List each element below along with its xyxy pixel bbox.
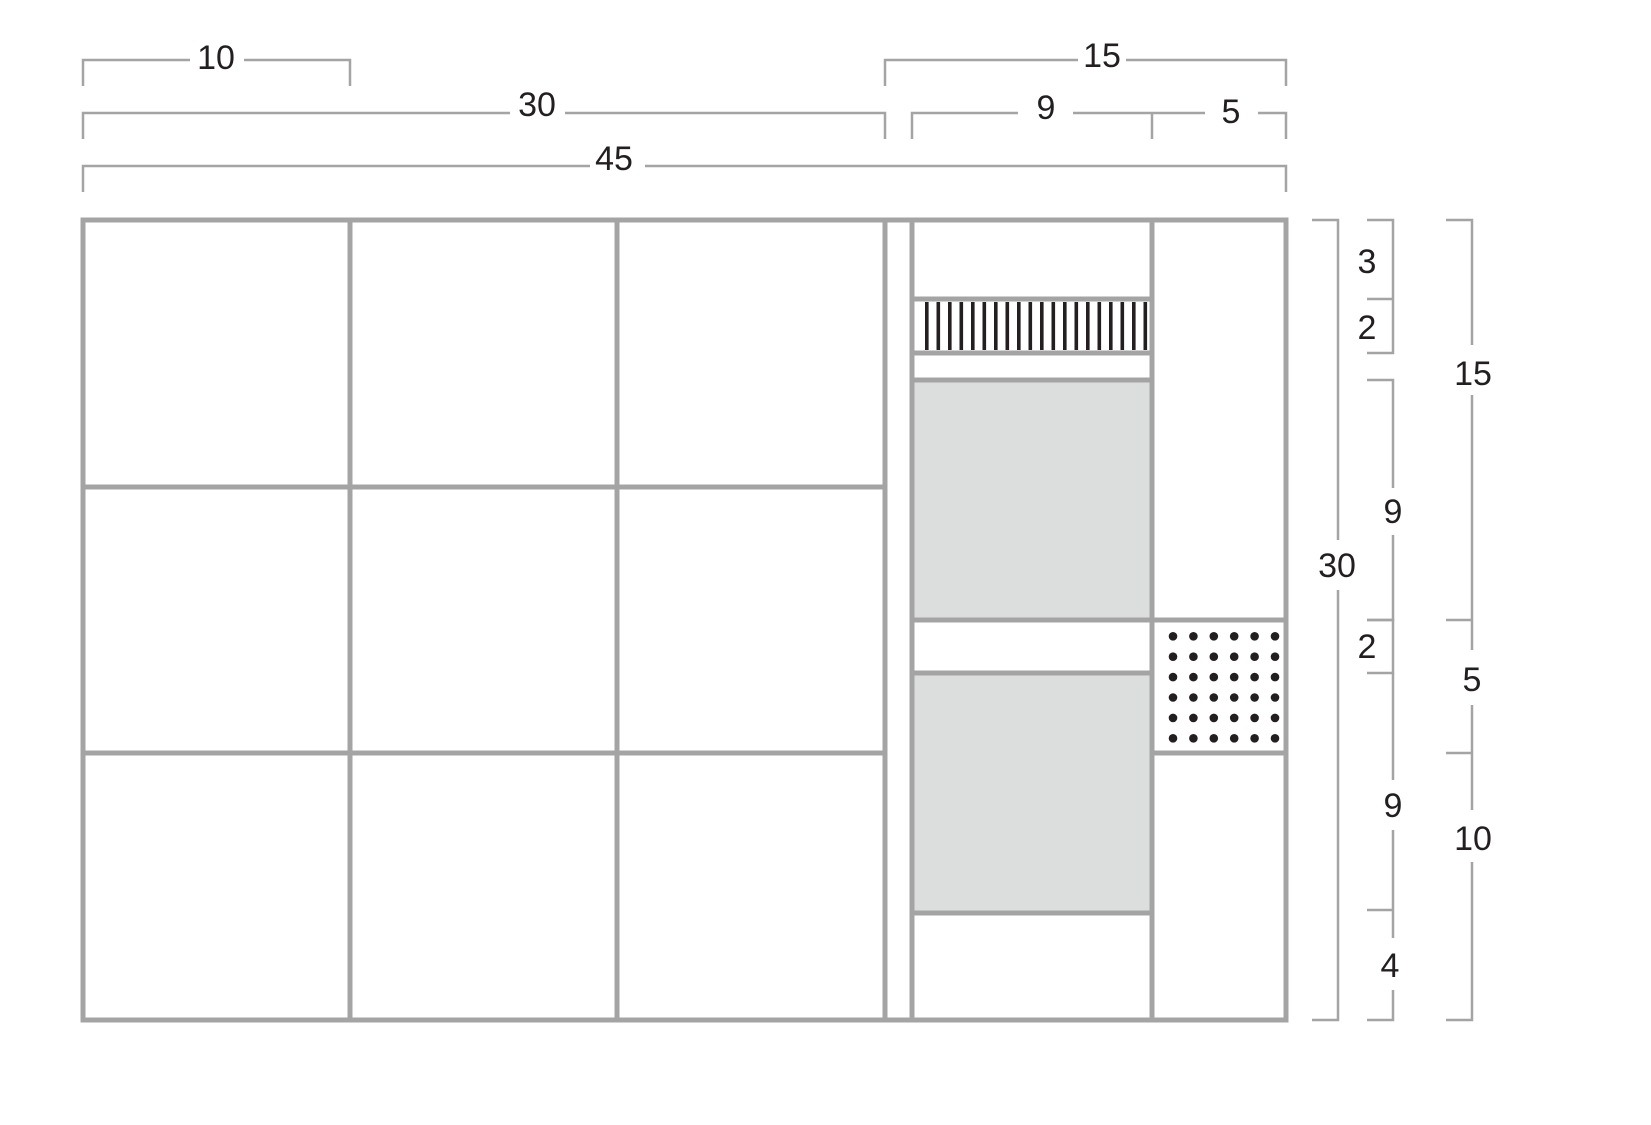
dot (1189, 672, 1198, 682)
dim-label-4: 4 (1381, 947, 1400, 985)
stripe (1040, 302, 1044, 350)
stripe (1097, 302, 1102, 350)
dim-label-30: 30 (518, 86, 556, 124)
dim-label-5: 5 (1222, 93, 1241, 131)
dot (1270, 734, 1280, 743)
dot (1189, 632, 1198, 641)
stripe (1143, 302, 1148, 350)
top-dimension-lines (81, 58, 1288, 192)
stripe (971, 302, 975, 350)
dot (1189, 652, 1198, 661)
stripe (959, 302, 964, 350)
dot (1209, 632, 1219, 641)
dim-label-9-lower: 9 (1384, 787, 1403, 825)
dim-label-9-upper: 9 (1384, 493, 1403, 531)
stripe (1028, 302, 1033, 350)
striped-panel (925, 302, 1148, 350)
shaded-panel-upper (912, 380, 1152, 620)
dot (1189, 734, 1198, 743)
dot (1270, 713, 1280, 723)
dot (1209, 652, 1219, 661)
dim-label-9: 9 (1037, 89, 1056, 127)
dim-label-45: 45 (595, 140, 633, 178)
dot (1250, 734, 1259, 743)
dot (1270, 652, 1280, 661)
dot (1270, 672, 1280, 682)
dot (1209, 734, 1219, 743)
dim-label-15-right: 15 (1454, 355, 1492, 393)
dot (1168, 693, 1178, 702)
stripe (1074, 302, 1079, 350)
shaded-panel-lower (912, 673, 1152, 913)
stripe (936, 302, 941, 350)
dot (1250, 693, 1259, 702)
dot (1229, 713, 1239, 723)
right-dimension-lines (1312, 218, 1474, 1022)
dot (1229, 672, 1239, 682)
dot (1209, 693, 1219, 702)
dot (1250, 672, 1259, 682)
dim-label-15: 15 (1083, 37, 1121, 75)
stripe (1109, 302, 1113, 350)
dot (1229, 652, 1239, 661)
dot (1168, 672, 1178, 682)
stripe (948, 302, 952, 350)
dot (1250, 632, 1259, 641)
grid-frame (80, 217, 1289, 1023)
dot (1189, 693, 1198, 702)
dot (1229, 632, 1239, 641)
dot (1168, 652, 1178, 661)
dim-label-2-mid: 2 (1358, 628, 1377, 666)
stripe (1120, 302, 1125, 350)
dot (1229, 693, 1239, 702)
dim-label-total-30: 30 (1318, 547, 1356, 585)
dot (1229, 734, 1239, 743)
dotted-panel (1168, 632, 1280, 743)
stripe (982, 302, 987, 350)
stripe (1051, 302, 1056, 350)
dot (1270, 632, 1280, 641)
stripe (1017, 302, 1021, 350)
dim-label-3: 3 (1358, 243, 1377, 281)
dot (1209, 713, 1219, 723)
dot (1168, 734, 1178, 743)
dot (1189, 713, 1198, 723)
stripe (1005, 302, 1010, 350)
stripe (1063, 302, 1067, 350)
dim-label-2-top: 2 (1358, 309, 1377, 347)
dim-label-10: 10 (197, 39, 235, 77)
stripe (1086, 302, 1090, 350)
dot (1250, 652, 1259, 661)
dot (1270, 693, 1280, 702)
stripe (1132, 302, 1136, 350)
stripe (925, 302, 929, 350)
dot (1250, 713, 1259, 723)
dot (1209, 672, 1219, 682)
stripe (994, 302, 998, 350)
dim-label-5-right: 5 (1463, 661, 1482, 699)
dot (1168, 713, 1178, 723)
dot (1168, 632, 1178, 641)
dim-label-10-right: 10 (1454, 820, 1492, 858)
